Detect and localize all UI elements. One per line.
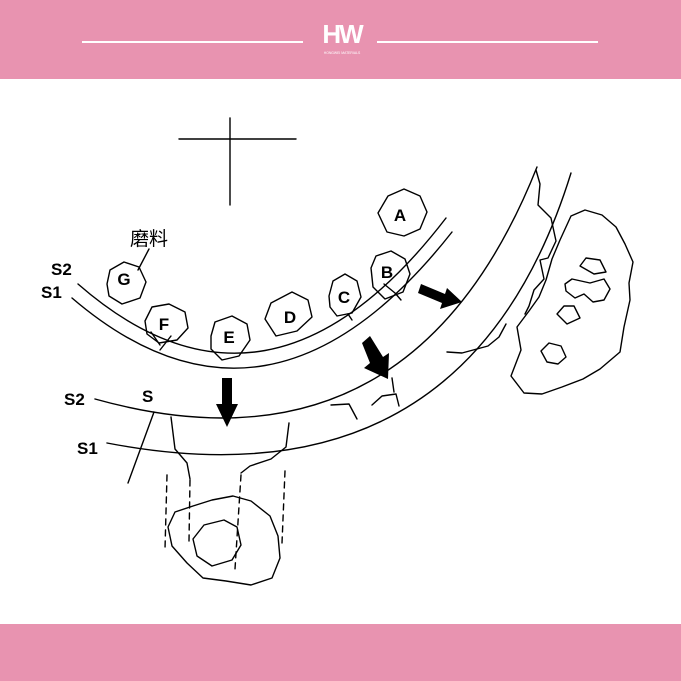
bottom-debris bbox=[164, 416, 290, 586]
particle-a bbox=[377, 188, 428, 237]
particle-label-c: C bbox=[338, 288, 350, 307]
particle-label-a: A bbox=[394, 206, 406, 225]
label-s1-top: S1 bbox=[41, 283, 62, 302]
arrows bbox=[216, 284, 462, 427]
label-s2-bottom: S2 bbox=[64, 390, 85, 409]
particle-b bbox=[370, 250, 411, 300]
lower-surface-s2 bbox=[94, 166, 538, 419]
particles bbox=[106, 188, 428, 361]
label-s2-top: S2 bbox=[51, 260, 72, 279]
s-pointer-line bbox=[127, 411, 155, 484]
label-s1-bottom: S1 bbox=[77, 439, 98, 458]
label-s: S bbox=[142, 387, 153, 406]
particle-d bbox=[264, 291, 313, 337]
particle-labels: A B C D E F G bbox=[117, 206, 406, 347]
right-debris bbox=[510, 169, 634, 395]
upper-surface-s1 bbox=[71, 231, 453, 369]
particle-label-d: D bbox=[284, 308, 296, 327]
particle-f bbox=[144, 303, 189, 344]
fracture-lines bbox=[150, 283, 507, 420]
header-band bbox=[0, 0, 681, 79]
upper-surface-s2 bbox=[77, 217, 447, 354]
arrow-right bbox=[418, 284, 462, 309]
particle-label-b: B bbox=[381, 263, 393, 282]
particle-e bbox=[210, 315, 251, 361]
particle-label-e: E bbox=[223, 328, 234, 347]
arrow-diagonal bbox=[362, 336, 389, 379]
header-rule-left bbox=[82, 41, 303, 43]
surface-labels: S2 S1 S2 S1 S bbox=[41, 260, 153, 458]
header-rule-right bbox=[377, 41, 598, 43]
particle-c bbox=[328, 273, 362, 317]
abrasive-label: 磨料 bbox=[130, 228, 168, 250]
logo-subtext: HONGWEI MATERIALS bbox=[324, 51, 361, 55]
crosshair bbox=[178, 117, 297, 206]
lower-surface-s1 bbox=[106, 172, 572, 456]
abrasive-pointer-line bbox=[137, 248, 150, 271]
arrow-down bbox=[216, 378, 238, 427]
brand-logo: HW HONGWEI MATERIALS bbox=[322, 19, 366, 55]
footer-band bbox=[0, 624, 681, 681]
logo-text: HW bbox=[322, 19, 364, 49]
particle-g bbox=[106, 261, 147, 305]
particle-label-f: F bbox=[159, 315, 169, 334]
particle-label-g: G bbox=[117, 270, 130, 289]
